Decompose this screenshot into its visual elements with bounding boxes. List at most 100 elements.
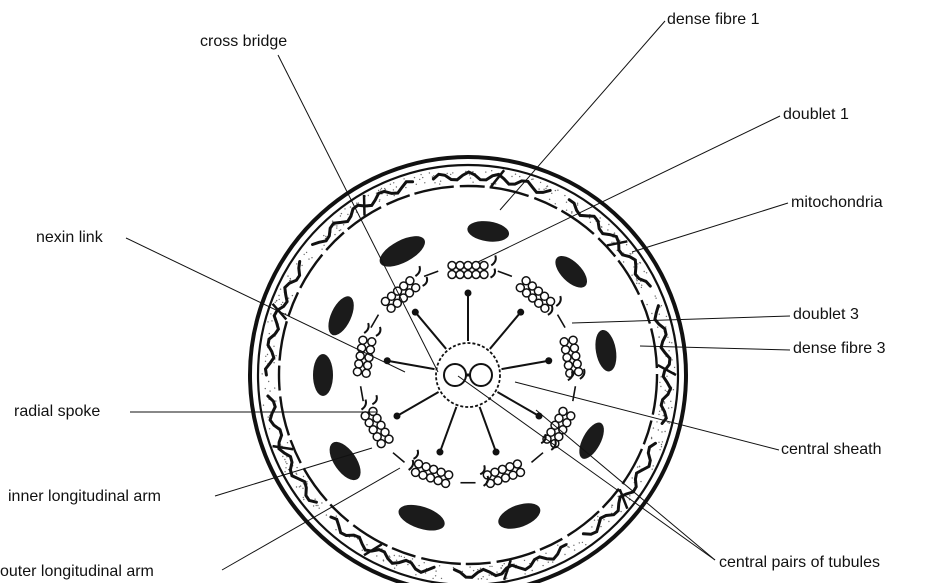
protofilament xyxy=(415,460,423,468)
stipple-dot xyxy=(545,553,546,554)
stipple-dot xyxy=(582,542,583,543)
stipple-dot xyxy=(472,182,473,183)
stipple-dot xyxy=(407,564,408,565)
stipple-dot xyxy=(666,376,667,377)
stipple-dot xyxy=(548,562,549,563)
stipple-dot xyxy=(306,481,307,482)
stipple-dot xyxy=(611,242,612,243)
stipple-dot xyxy=(425,572,426,573)
stipple-dot xyxy=(273,362,274,363)
stipple-dot xyxy=(278,295,279,296)
stipple-dot xyxy=(432,578,433,579)
stipple-dot xyxy=(339,230,340,231)
stipple-dot xyxy=(594,520,595,521)
protofilament xyxy=(472,262,480,270)
stipple-dot xyxy=(652,469,653,470)
stipple-dot xyxy=(545,188,546,189)
stipple-dot xyxy=(573,545,574,546)
dense-fibre-segment xyxy=(313,182,413,245)
mitochondrion xyxy=(375,230,429,273)
stipple-dot xyxy=(396,565,397,566)
stipple-dot xyxy=(671,359,672,360)
stipple-dot xyxy=(549,199,550,200)
stipple-dot xyxy=(519,176,520,177)
stipple-dot xyxy=(317,505,318,506)
stipple-dot xyxy=(491,566,492,567)
protofilament xyxy=(445,471,453,479)
stipple-dot xyxy=(412,558,413,559)
nexin-link xyxy=(573,386,576,401)
stipple-dot xyxy=(646,272,647,273)
label-radial-spoke: radial spoke xyxy=(14,403,100,421)
stipple-dot xyxy=(399,555,400,556)
inner-arm xyxy=(423,277,428,286)
stipple-dot xyxy=(285,467,286,468)
stipple-dot xyxy=(358,202,359,203)
leader-line xyxy=(632,203,788,252)
stipple-dot xyxy=(311,257,312,258)
stipple-dot xyxy=(589,217,590,218)
protofilament xyxy=(464,262,472,270)
protofilament xyxy=(575,368,583,376)
doublet xyxy=(560,336,584,401)
protofilament xyxy=(572,352,580,360)
stipple-dot xyxy=(489,566,490,567)
stipple-dot xyxy=(662,441,663,442)
label-dense-fibre-3: dense fibre 3 xyxy=(793,340,886,358)
protofilament xyxy=(573,360,581,368)
mitochondrion xyxy=(592,328,619,373)
stipple-dot xyxy=(376,555,377,556)
stipple-dot xyxy=(614,232,615,233)
stipple-dot xyxy=(366,544,367,545)
stipple-dot xyxy=(537,560,538,561)
stipple-dot xyxy=(404,557,405,558)
stipple-dot xyxy=(552,561,553,562)
leader-line xyxy=(222,468,400,570)
stipple-dot xyxy=(424,182,425,183)
stipple-dot xyxy=(336,227,337,228)
stipple-dot xyxy=(555,203,556,204)
sheath-rib xyxy=(273,446,294,449)
stipple-dot xyxy=(263,405,264,406)
stipple-dot xyxy=(301,265,302,266)
stipple-dot xyxy=(262,373,263,374)
stipple-dot xyxy=(269,428,270,429)
stipple-dot xyxy=(538,188,539,189)
stipple-dot xyxy=(564,554,565,555)
stipple-dot xyxy=(306,252,307,253)
stipple-dot xyxy=(629,495,630,496)
mitochondrion xyxy=(466,219,510,245)
protofilament xyxy=(456,271,464,279)
mitochondrion xyxy=(313,354,333,396)
stipple-dot xyxy=(396,186,397,187)
stipple-dot xyxy=(658,414,659,415)
stipple-dot xyxy=(393,189,394,190)
stipple-dot xyxy=(441,578,442,579)
stipple-dot xyxy=(284,459,285,460)
protofilament xyxy=(562,346,570,354)
central-tubule xyxy=(470,364,492,386)
stipple-dot xyxy=(660,386,661,387)
protofilament xyxy=(353,368,361,376)
leader-lines xyxy=(126,21,790,570)
stipple-dot xyxy=(299,486,300,487)
stipple-dot xyxy=(308,258,309,259)
stipple-dot xyxy=(543,189,544,190)
stipple-dot xyxy=(288,298,289,299)
stipple-dot xyxy=(590,222,591,223)
stipple-dot xyxy=(285,461,286,462)
stipple-dot xyxy=(659,411,660,412)
stipple-dot xyxy=(485,171,486,172)
spoke-head xyxy=(517,309,524,316)
stipple-dot xyxy=(668,407,669,408)
stipple-dot xyxy=(296,263,297,264)
nexin-link xyxy=(393,453,405,463)
stipple-dot xyxy=(323,235,324,236)
stipple-dot xyxy=(651,313,652,314)
stipple-dot xyxy=(661,444,662,445)
stipple-dot xyxy=(631,275,632,276)
stipple-dot xyxy=(597,516,598,517)
stipple-dot xyxy=(524,573,525,574)
protofilament xyxy=(369,407,377,415)
stipple-dot xyxy=(637,263,638,264)
